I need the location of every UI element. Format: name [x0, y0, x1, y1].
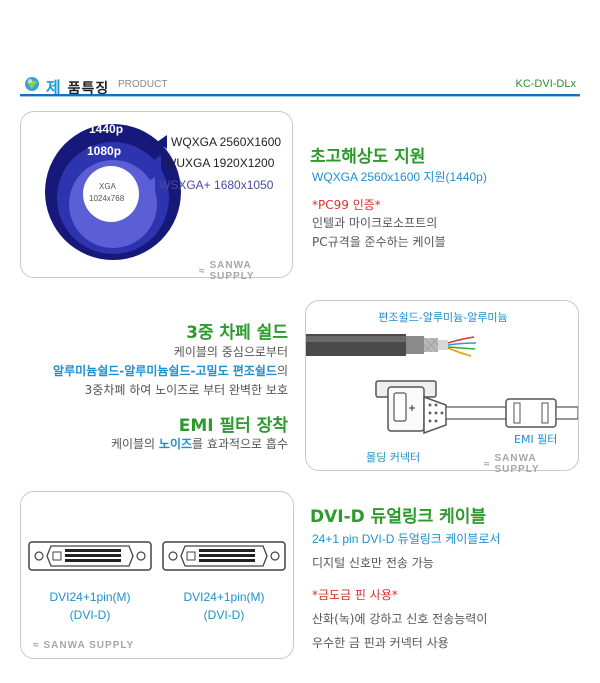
connector-caption-right: DVI24+1pin(M) (DVI-D)	[183, 590, 265, 622]
gold-pin-line1: 산화(녹)에 강하고 신호 전송능력이	[312, 612, 488, 626]
emi-filter-label: EMI 필터	[514, 433, 558, 446]
shield-line1: 케이블의 중심으로부터	[173, 345, 288, 359]
gold-pin-line2: 우수한 금 핀과 커넥터 사용	[312, 636, 449, 650]
pc99-line1: 인텔과 마이크로소프트의	[312, 216, 438, 230]
duallink-desc1: 24+1 pin DVI-D 듀얼링크 케이블로서	[312, 532, 501, 546]
ring-label-1440p: 1440p	[89, 122, 124, 136]
shield-heading: 3중 차페 쉴드	[186, 323, 288, 343]
cable-panel: 편조쉴드-알루미늄-알루미늄 몰딩 커넥터	[305, 300, 579, 475]
sanwa-logo: ≈SANWA SUPPLY	[199, 260, 255, 282]
pc99-title: *PC99 인증*	[312, 198, 381, 212]
duallink-desc2: 디지털 신호만 전송 가능	[312, 556, 434, 570]
page-title: 제 품특징	[46, 78, 110, 97]
emi-heading: EMI 필터 장착	[178, 416, 288, 436]
pc99-line2: PC규격을 준수하는 케이블	[312, 235, 446, 249]
duallink-heading: DVI-D 듀얼링크 케이블	[310, 507, 487, 527]
header-divider-light	[20, 96, 580, 97]
connector-panel: DVI24+1pin(M) (DVI-D) DVI24+1pin(M) (DVI…	[20, 491, 294, 659]
resolution-wuxga: WUXGA 1920X1200	[165, 156, 275, 170]
ring-label-1080p: 1080p	[87, 144, 122, 158]
connector-caption-left: DVI24+1pin(M) (DVI-D)	[49, 590, 131, 622]
ring-label-xga-res: 1024x768	[89, 194, 125, 203]
globe-icon	[25, 77, 39, 91]
hires-heading: 초고해상도 지원	[310, 147, 426, 167]
ring-label-xga: XGA	[99, 182, 116, 191]
shield-line2: 알루미늄쉴드-알루미늄쉴드-고밀도 편조쉴드의	[53, 364, 288, 378]
resolution-rings	[45, 124, 181, 260]
model-number: KC-DVI-DLx	[515, 78, 576, 90]
dvi-connectors	[28, 541, 286, 571]
wave-icon: ≈	[33, 640, 40, 651]
resolution-wsxga: WSXGA+ 1680x1050	[159, 178, 274, 192]
molding-connector-label: 몰딩 커넥터	[366, 451, 421, 464]
cable-illustration	[306, 334, 578, 435]
section-header: 제 품특징 PRODUCT KC-DVI-DLx	[0, 66, 600, 97]
resolution-wqxga: WQXGA 2560X1600	[171, 135, 282, 149]
resolution-panel: 1440p 1080p XGA 1024x768 WQXGA 2560X1600…	[20, 111, 293, 282]
wave-icon: ≈	[199, 265, 206, 277]
sanwa-logo: ≈SANWA SUPPLY	[33, 640, 135, 651]
header-divider	[20, 94, 580, 96]
shield-line3: 3중차폐 하여 노이즈로 부터 완벽한 보호	[84, 383, 288, 397]
emi-line: 케이블의 노이즈를 효과적으로 흡수	[110, 437, 288, 451]
cable-layer-label: 편조쉴드-알루미늄-알루미늄	[378, 311, 508, 324]
hires-desc: WQXGA 2560x1600 지원(1440p)	[312, 170, 487, 184]
page-subtitle: PRODUCT	[118, 79, 168, 90]
gold-pin-title: *금도금 핀 사용*	[312, 588, 398, 602]
wave-icon: ≈	[484, 458, 491, 470]
sanwa-logo: ≈SANWA SUPPLY	[484, 453, 540, 475]
